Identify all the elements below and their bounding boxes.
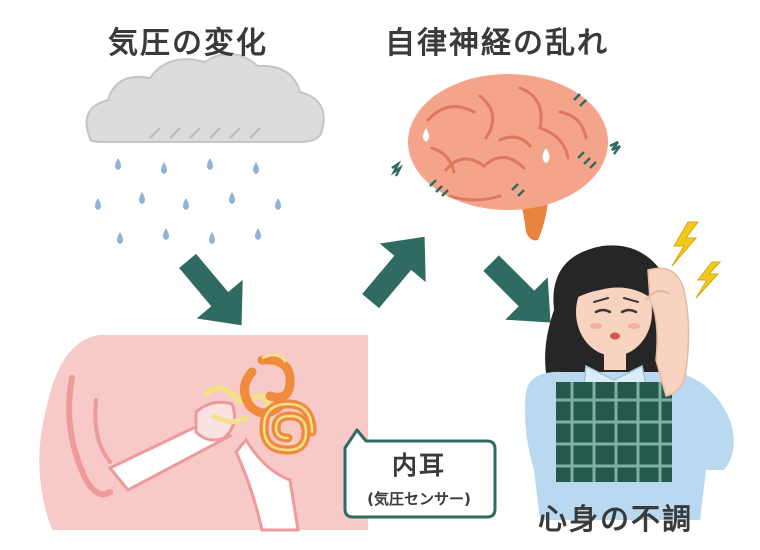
rain-cloud-icon — [85, 53, 325, 143]
rain-drops — [95, 158, 281, 244]
label-autonomic-disorder: 自律神経の乱れ — [385, 26, 609, 61]
headache-person-icon — [525, 245, 734, 520]
ear-icon — [39, 335, 369, 532]
inner-ear-callout — [343, 428, 497, 519]
arrow-down-right-icon — [483, 255, 551, 323]
label-pressure-change: 気圧の変化 — [108, 26, 268, 61]
label-malaise: 心身の不調 — [538, 502, 694, 536]
lightning-icon — [671, 221, 722, 299]
label-inner-ear: 内耳 — [391, 451, 446, 480]
inner-ear-label-box: 内耳 (気圧センサー) — [343, 440, 495, 518]
label-pressure-sensor: (気圧センサー) — [367, 490, 471, 508]
brain-icon — [390, 74, 621, 241]
arrow-down-icon — [179, 253, 243, 326]
arrow-up-icon — [362, 236, 426, 309]
